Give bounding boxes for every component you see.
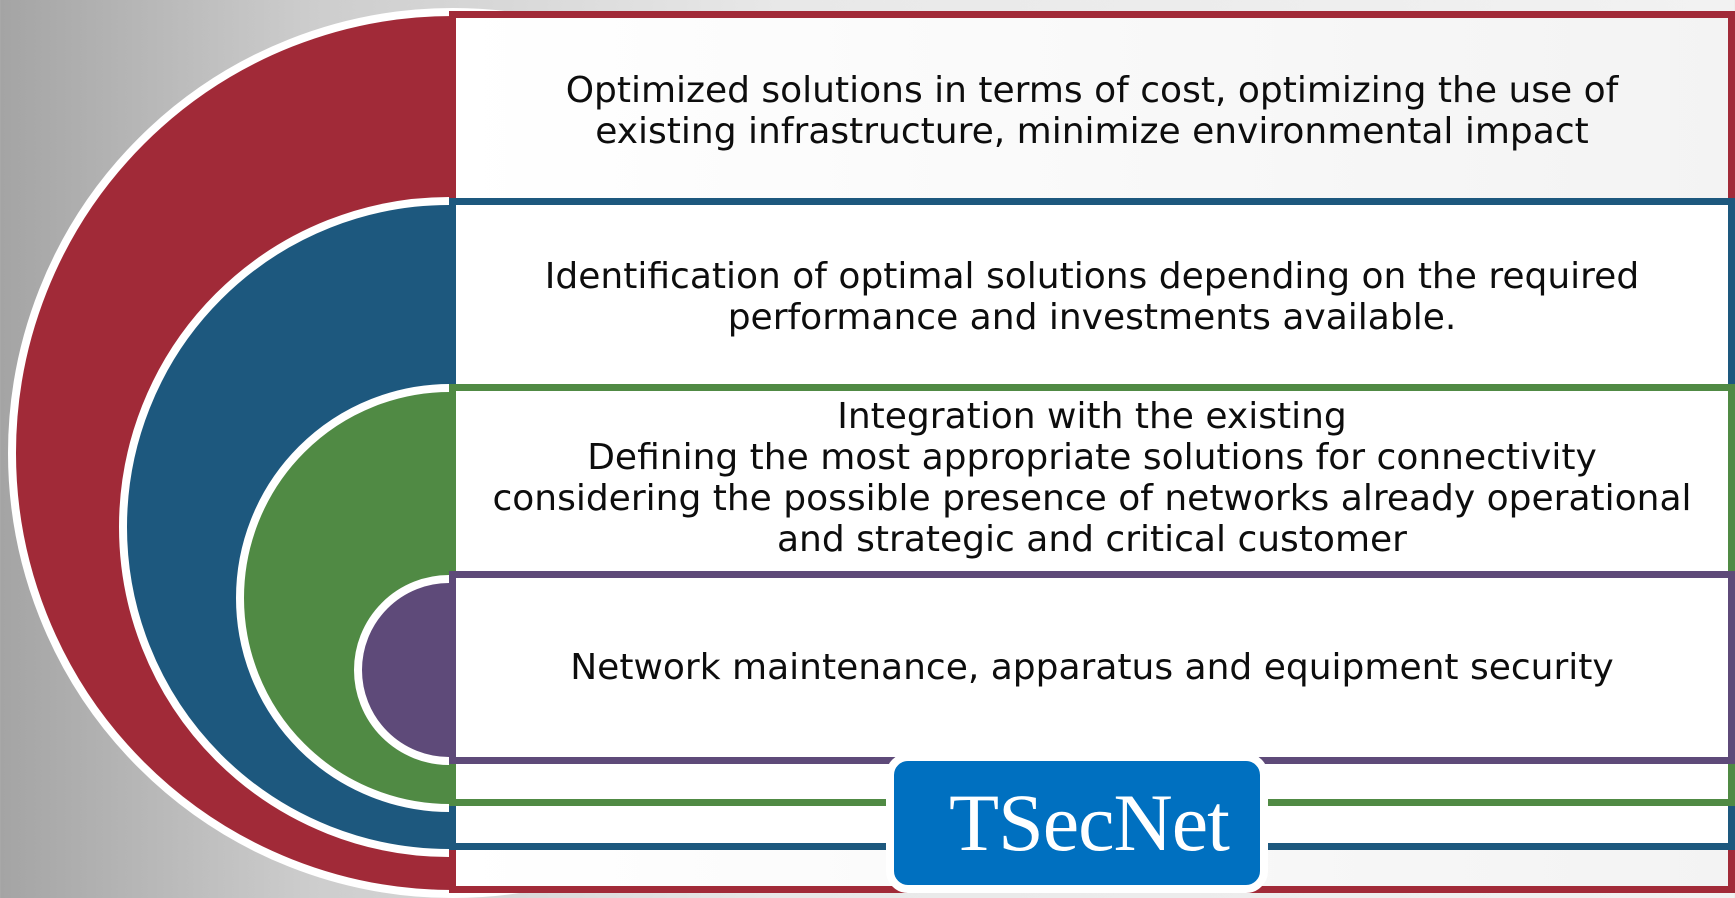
box-red-text: Optimized solutions in terms of cost, op… — [456, 18, 1728, 204]
box-purple: Network maintenance, apparatus and equip… — [449, 571, 1735, 764]
box-purple-text: Network maintenance, apparatus and equip… — [456, 578, 1728, 757]
text-line: Network maintenance, apparatus and equip… — [570, 647, 1614, 688]
text-line: performance and investments available. — [727, 297, 1457, 338]
text-line: Integration with the existing — [837, 396, 1347, 437]
text-line: and strategic and critical customer — [777, 519, 1407, 560]
text-line: Defining the most appropriate solutions … — [587, 437, 1597, 478]
tsecnet-logo: TSecNet — [886, 753, 1268, 893]
text-line: considering the possible presence of net… — [492, 478, 1692, 519]
logo-text: TSecNet — [949, 777, 1230, 868]
text-line: Optimized solutions in terms of cost, op… — [565, 70, 1619, 111]
text-line: Identification of optimal solutions depe… — [544, 256, 1640, 297]
text-line: existing infrastructure, minimize enviro… — [595, 111, 1589, 152]
box-blue-text: Identification of optimal solutions depe… — [456, 205, 1728, 389]
box-green-text: Integration with the existing Defining t… — [456, 385, 1728, 571]
